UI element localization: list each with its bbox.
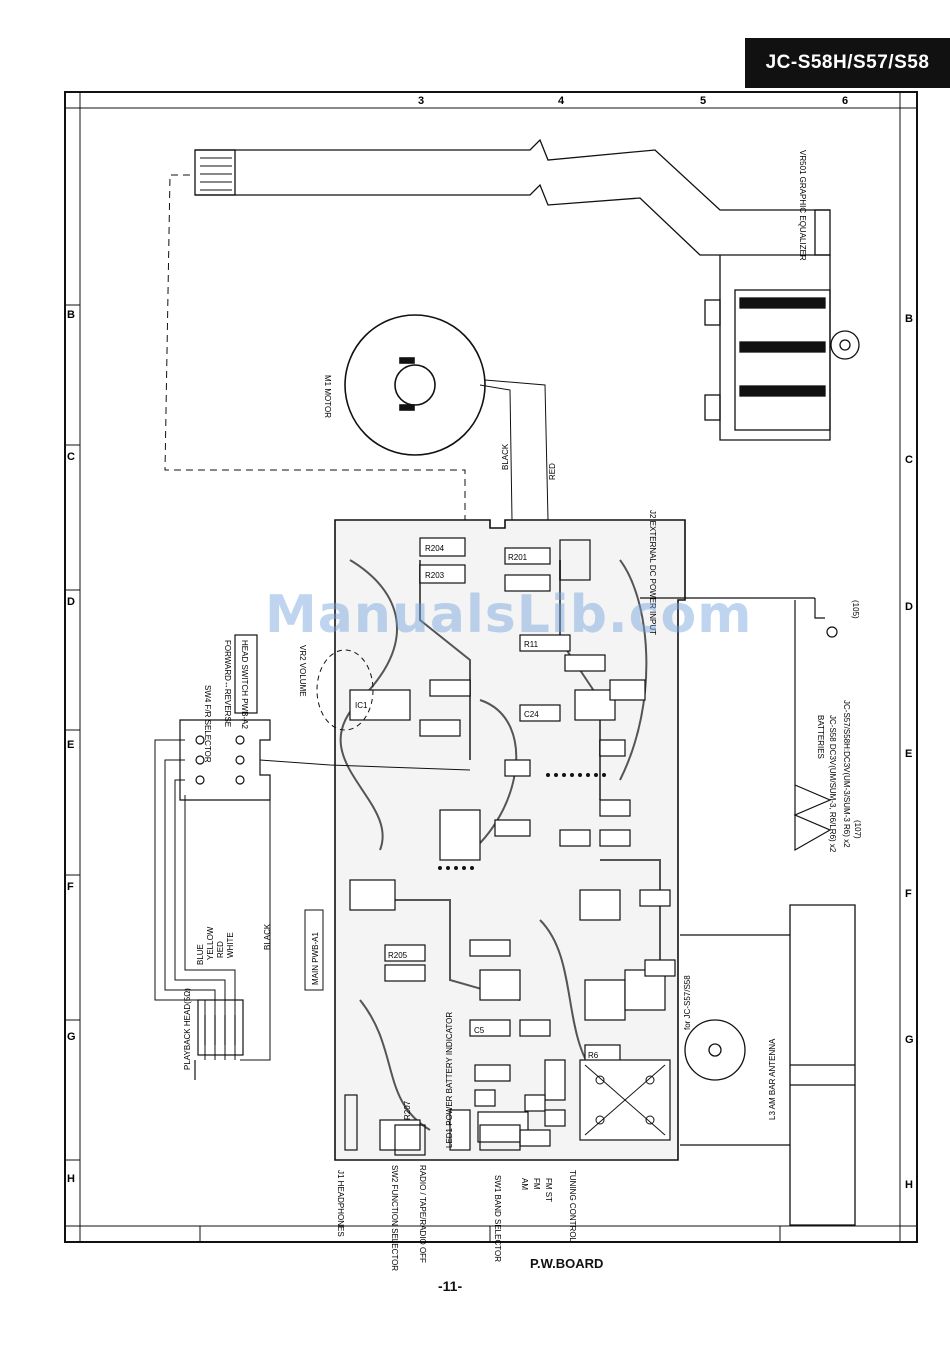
board-title: P.W.BOARD: [530, 1256, 604, 1271]
part-label: IC1: [355, 701, 368, 710]
watermark: ManualsLib.com: [265, 585, 753, 645]
sw2-label: SW2 FUNCTION SELECTOR: [390, 1165, 399, 1271]
part-label: R201: [508, 553, 528, 562]
model-badge: JC-S58H/S57/S58: [745, 38, 950, 88]
row-label: G: [67, 1031, 76, 1043]
motor-wire-black: [479, 384, 513, 521]
motor-label: M1 MOTOR: [323, 375, 332, 418]
row-label: F: [905, 888, 912, 900]
ribbon-pins: [200, 157, 232, 191]
playback-head-label: PLAYBACK HEAD(5Ω): [183, 988, 192, 1070]
col-label: 3: [418, 95, 424, 107]
playback-head: [194, 999, 244, 1080]
batteries-title: BATTERIES: [816, 715, 825, 759]
row-label: E: [67, 739, 74, 751]
for-s57-label: for JC-S57/S58: [683, 975, 692, 1030]
part-label: R205: [388, 951, 408, 960]
bottom-controls: [344, 1094, 521, 1156]
col-label: 6: [842, 95, 848, 107]
batteries-line2: JC-S57/S58H:DC3V(UM-3/SUM-3 R6) x2: [842, 700, 851, 848]
tuning-label: TUNING CONTROL: [568, 1170, 577, 1243]
row-label: D: [905, 601, 913, 613]
model-title: JC-S58H/S57/S58: [765, 52, 930, 73]
head-wires: [154, 739, 471, 1061]
dc-jack: [559, 539, 838, 638]
forward-reverse-label: FORWARD↔REVERSE: [223, 640, 232, 727]
col-label: 4: [558, 95, 565, 107]
part-label: C5: [474, 1026, 485, 1035]
fr-selector-label: SW4 F/R SELECTOR: [203, 685, 212, 763]
ic-pins: [438, 773, 606, 870]
ref-107: (107): [853, 820, 862, 839]
row-label: C: [67, 451, 75, 463]
row-label: H: [905, 1179, 913, 1191]
volume-label: VR2 VOLUME: [298, 645, 307, 697]
part-label: R11: [524, 640, 539, 649]
board-components: [349, 537, 676, 1151]
wire-color: YELLOW: [206, 926, 215, 960]
row-label: E: [905, 748, 912, 760]
row-label: C: [905, 454, 913, 466]
main-pwb-label: MAIN PWB-A1: [311, 932, 320, 985]
antenna-label: L3 AM BAR ANTENNA: [768, 1038, 777, 1120]
batteries-line1: JC-S58 DC3V(UM/SUM-3, R6/LR6) x2: [828, 715, 837, 853]
motor: [344, 314, 486, 456]
head-switch-label: HEAD SWITCH PWB-A2: [240, 640, 249, 729]
inner-frame: [79, 91, 918, 1243]
wire-red-label: RED: [548, 463, 557, 480]
wire-black: BLACK: [263, 923, 272, 950]
row-label: D: [67, 596, 75, 608]
tuning-capacitor: [584, 1064, 666, 1136]
wire-black-label: BLACK: [501, 443, 510, 470]
sw1-opt: AM: [520, 1178, 529, 1190]
motor-wire-red: [484, 379, 549, 521]
am-bar-antenna: [680, 904, 856, 1226]
row-label: B: [905, 313, 913, 325]
head-switch: [179, 634, 271, 801]
part-label: R204: [425, 544, 445, 553]
sw2-options: RADIO / TAPE/RADIO OFF: [418, 1165, 427, 1263]
page-number: -11-: [438, 1278, 463, 1294]
wire-color: WHITE: [226, 932, 235, 958]
dc-input-label: J2 EXTERNAL DC POWER INPUT: [648, 510, 657, 635]
sw1-opt: FM: [532, 1178, 541, 1190]
col-label: 5: [700, 95, 706, 107]
volume-knob: [316, 649, 374, 731]
sw1-opt: FM ST: [544, 1178, 553, 1202]
battery-spring: [793, 600, 832, 852]
row-label: G: [905, 1034, 914, 1046]
dashed-lead: [164, 174, 466, 520]
wire-color: RED: [216, 941, 225, 958]
row-label: F: [67, 881, 74, 893]
ref-105: (105): [851, 600, 860, 619]
wire-color: BLUE: [196, 944, 205, 965]
headphones-label: J1 HEADPHONES: [336, 1170, 345, 1237]
equalizer-label: VR501 GRAPHIC EQUALIZER: [798, 150, 807, 261]
sw1-label: SW1 BAND SELECTOR: [493, 1175, 502, 1262]
row-label: H: [67, 1173, 75, 1185]
part-label: R6: [588, 1051, 599, 1060]
part-label: C24: [524, 710, 539, 719]
equalizer-block: [704, 255, 860, 441]
ribbon-cable: [194, 138, 831, 256]
main-pwb-box: [304, 909, 324, 991]
r207-label: R207: [403, 1100, 412, 1120]
part-label: R203: [425, 571, 445, 580]
led-label: LED1 POWER BATTERY INDICATOR: [445, 1012, 454, 1148]
row-label: B: [67, 309, 75, 321]
